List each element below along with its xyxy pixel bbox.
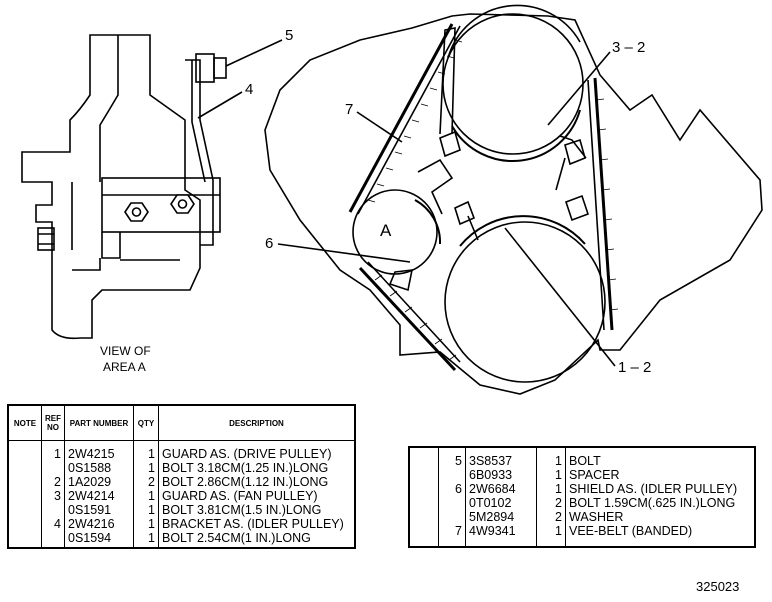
table-row: 3 2W4214 1 GUARD AS. (FAN PULLEY) (8, 489, 355, 503)
header-part-number: PART NUMBER (64, 405, 134, 441)
table-row: 0T0102 2 BOLT 1.59CM(.625 IN.)LONG (409, 496, 755, 510)
header-ref-no: REF NO (41, 405, 65, 441)
table-row: 0S1594 1 BOLT 2.54CM(1 IN.)LONG (8, 531, 355, 548)
bracket-side-view (21, 34, 227, 340)
parts-table-left: NOTE REF NO PART NUMBER QTY DESCRIPTION … (7, 404, 356, 549)
callout-5: 5 (285, 27, 293, 44)
figure-number: 325023 (696, 579, 740, 594)
table-row: 1 2W4215 1 GUARD AS. (DRIVE PULLEY) (8, 440, 355, 461)
table-row: 0S1588 1 BOLT 3.18CM(1.25 IN.)LONG (8, 461, 355, 475)
pulley-label-a: A (380, 221, 392, 240)
table-row: 6B0933 1 SPACER (409, 468, 755, 482)
belt-guard-diagram: 5 4 7 3 – 2 6 1 – 2 A VIEW OF AREA A (21, 4, 763, 395)
table-row: 5 3S8537 1 BOLT (409, 447, 755, 468)
table-row: 7 4W9341 1 VEE-BELT (BANDED) (409, 524, 755, 547)
table-row: 6 2W6684 1 SHIELD AS. (IDLER PULLEY) (409, 482, 755, 496)
callout-1-2: 1 – 2 (618, 359, 651, 376)
table-row: 0S1591 1 BOLT 3.81CM(1.5 IN.)LONG (8, 503, 355, 517)
view-label-line1: VIEW OF (100, 344, 151, 358)
table-row: 5M2894 2 WASHER (409, 510, 755, 524)
table-header-row: NOTE REF NO PART NUMBER QTY DESCRIPTION (8, 405, 355, 441)
table-row: 4 2W4216 1 BRACKET AS. (IDLER PULLEY) (8, 517, 355, 531)
callout-3-2: 3 – 2 (612, 39, 645, 56)
parts-table-right: 5 3S8537 1 BOLT 6B0933 1 SPACER 6 2W6684… (408, 446, 756, 548)
callout-4: 4 (245, 81, 253, 98)
header-note: NOTE (8, 405, 42, 441)
callout-6: 6 (265, 235, 273, 252)
belt-guard-front-view (264, 4, 763, 395)
callout-7: 7 (345, 101, 353, 118)
header-description: DESCRIPTION (158, 405, 355, 441)
header-qty: QTY (133, 405, 159, 441)
table-row: 2 1A2029 2 BOLT 2.86CM(1.12 IN.)LONG (8, 475, 355, 489)
view-label-line2: AREA A (103, 360, 146, 374)
